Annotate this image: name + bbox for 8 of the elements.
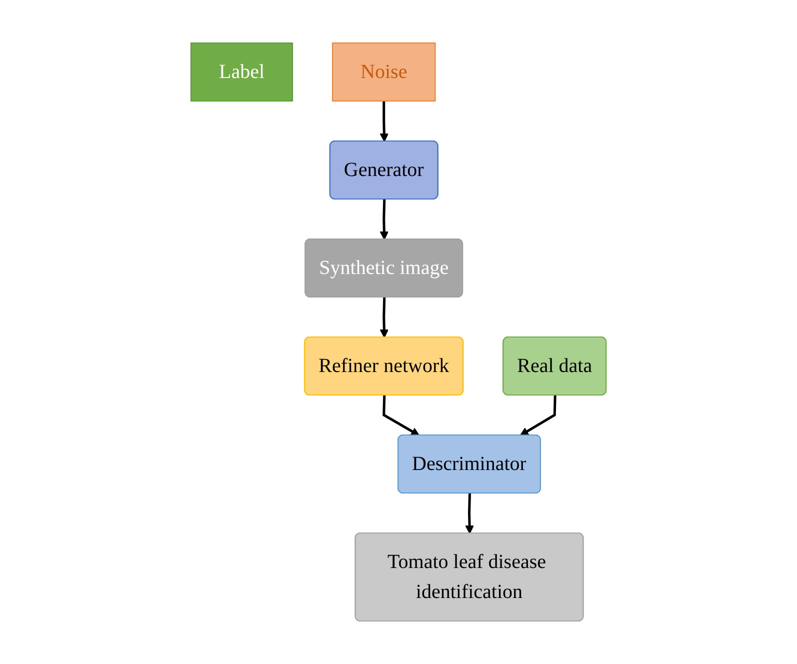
arrow	[520, 395, 556, 436]
node-box: Noise	[332, 42, 436, 102]
arrow	[465, 493, 474, 534]
arrow	[382, 395, 420, 436]
arrow	[380, 101, 389, 142]
node-box: Label	[190, 42, 293, 102]
arrow	[380, 297, 389, 338]
arrow	[380, 199, 389, 240]
